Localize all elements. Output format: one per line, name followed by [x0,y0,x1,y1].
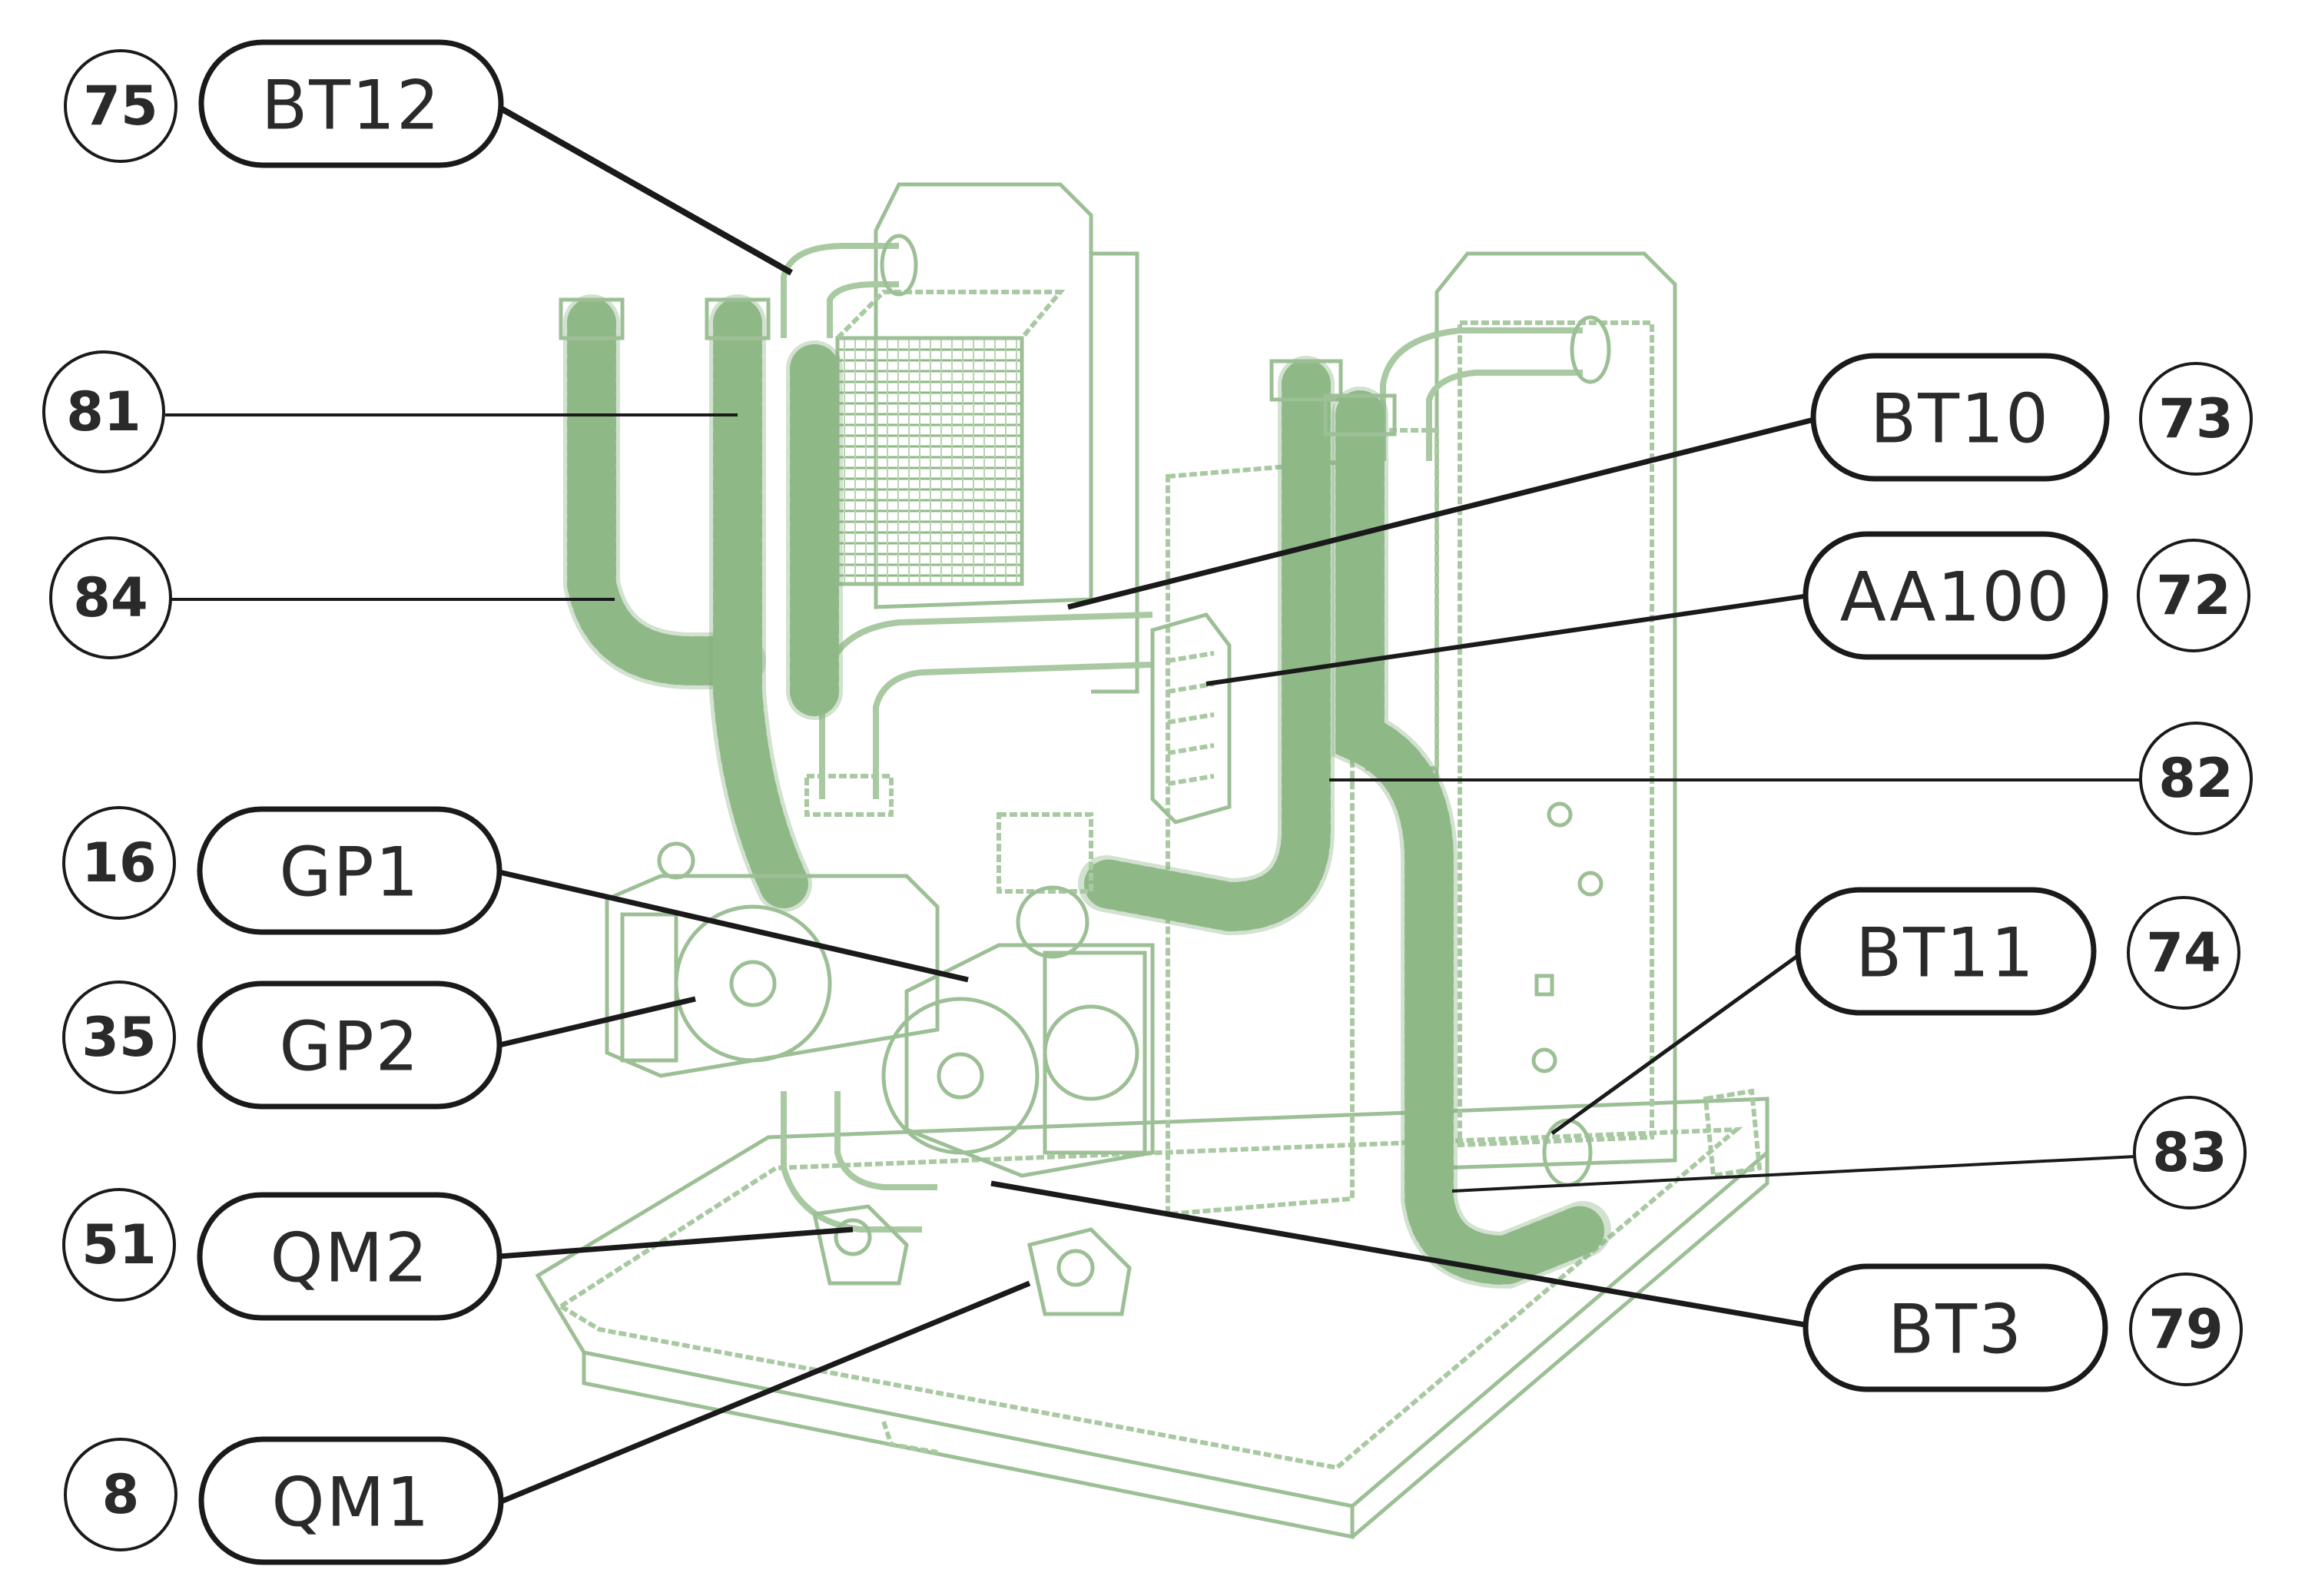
callout-16-number-badge [62,806,176,920]
top-left-elbow [781,243,899,338]
callout-82-number-badge [2139,722,2253,835]
callout-73: BT10 73 [1810,353,2253,482]
hose-83 [1335,390,1607,1286]
callout-73-tag-pill [1810,353,2110,482]
flexible-hoses [559,294,1611,1289]
callout-82-number: 82 [2158,747,2233,810]
callout-72-number-badge [2137,539,2250,652]
callout-74-number-badge [2127,896,2240,1010]
callout-84-number-badge [49,536,172,659]
callout-72-tag: AA100 [1840,558,2071,637]
callout-74-number: 74 [2146,921,2220,984]
callout-72-tag-pill [1803,531,2108,660]
callout-35: 35 GP2 [62,980,502,1110]
callout-75-tag-pill [198,39,504,168]
callout-72-number: 72 [2156,564,2230,627]
callout-74-tag: BT11 [1856,914,2035,993]
pump-gp2-housing [605,874,940,1078]
callout-79-tag: BT3 [1888,1290,2023,1369]
leader-75 [498,105,793,276]
leader-83 [1451,1155,2137,1193]
callout-16: 16 GP1 [62,806,502,935]
leader-74 [1550,951,1803,1136]
callout-73-number: 73 [2158,387,2233,450]
leader-16 [499,869,969,983]
callout-72: AA100 72 [1803,531,2250,660]
callout-8: 8 QM1 [64,1436,504,1565]
callout-75-number: 75 [83,75,158,138]
exchanger-fins [835,336,1024,586]
control-board [1150,612,1232,825]
callout-83: 83 [2133,1096,2247,1209]
callout-35-tag: GP2 [279,1007,420,1087]
callouts: 75 BT12 81 84 BT10 73 AA100 72 [42,39,2253,1565]
callout-35-number: 35 [81,1006,156,1069]
callout-8-tag-pill [198,1436,504,1565]
leader-35 [499,996,696,1048]
top-right-elbow [1380,327,1583,461]
callout-79-number: 79 [2148,1298,2223,1361]
leader-79 [990,1180,1810,1329]
base-tray [535,1097,1769,1508]
callout-8-number: 8 [102,1463,140,1526]
callout-8-number-badge [64,1438,177,1551]
leader-51 [499,1226,854,1259]
callout-75: 75 BT12 [64,39,504,168]
callout-74-tag-pill [1795,887,2097,1016]
shutoff-valves [811,1204,1132,1316]
callout-51-number: 51 [81,1213,156,1276]
callout-74: BT11 74 [1795,887,2240,1016]
leader-lines [165,105,2144,1505]
valve-qm2 [811,1204,909,1286]
callout-84-number: 84 [73,566,148,629]
callout-8-tag: QM1 [271,1463,430,1542]
hose-82 [1082,360,1331,932]
callout-16-tag: GP1 [279,833,420,912]
callout-83-number-badge [2133,1096,2247,1209]
callout-51: 51 QM2 [62,1188,502,1321]
callout-35-number-badge [62,980,176,1094]
hose-81 [713,298,808,908]
callout-79: BT3 79 [1803,1263,2243,1392]
callout-75-tag: BT12 [261,66,441,145]
callout-51-tag-pill [197,1192,502,1321]
callout-81-number-badge [42,350,165,473]
circulation-pumps [605,812,1155,1233]
unit-drawing [535,182,1769,1540]
callout-51-tag: QM2 [270,1219,429,1298]
callout-75-number-badge [64,49,177,163]
rear-left-exchanger [874,182,1093,609]
callout-83-number: 83 [2152,1121,2227,1184]
callout-73-number-badge [2139,362,2253,476]
callout-79-tag-pill [1803,1263,2108,1392]
rear-right-panel [1434,251,1677,1170]
callout-79-number-badge [2129,1272,2243,1386]
leader-72 [1206,593,1810,686]
callout-81-number: 81 [66,380,141,443]
leader-73 [1067,416,1818,610]
callout-16-number: 16 [81,831,156,894]
callout-81: 81 [42,350,165,473]
valve-qm1 [1027,1227,1132,1316]
callout-82: 82 [2139,722,2253,835]
callout-16-tag-pill [197,806,502,935]
callout-73-tag: BT10 [1870,380,2050,459]
callout-51-number-badge [62,1188,176,1302]
callout-84: 84 [49,536,172,659]
pump-gp1-rotor [881,997,1040,1155]
callout-35-tag-pill [197,980,502,1110]
hose-84 [567,298,762,685]
leader-8 [498,1280,1031,1505]
